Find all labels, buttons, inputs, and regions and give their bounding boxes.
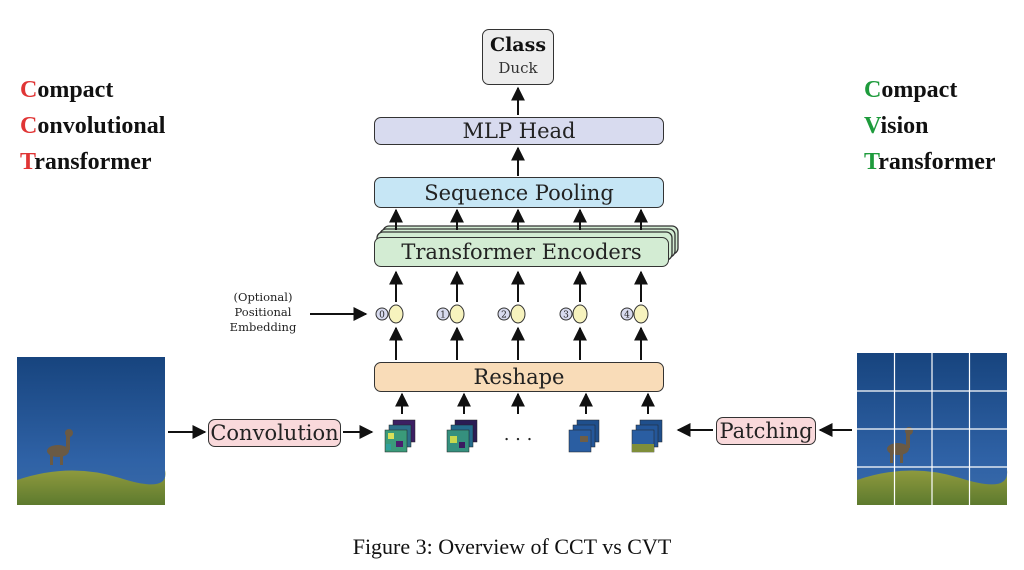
- ellipsis: . . .: [504, 424, 533, 445]
- token-1: 1: [436, 304, 465, 324]
- input-image-right: [857, 353, 1008, 505]
- arrows-tokens-to-encoders: [389, 270, 648, 302]
- feature-map-stack-1: [384, 419, 416, 453]
- class-value: Duck: [498, 59, 538, 77]
- svg-text:1: 1: [440, 311, 446, 321]
- sequence-pooling-label: Sequence Pooling: [424, 180, 614, 205]
- cvt-title: Compact Vision Transformer: [864, 72, 996, 180]
- token-4: 4: [620, 304, 649, 324]
- sequence-pooling-block: Sequence Pooling: [374, 177, 664, 208]
- pos-emb-line-3: Embedding: [229, 320, 297, 334]
- patching-block: Patching: [716, 417, 816, 445]
- svg-text:2: 2: [501, 311, 507, 321]
- reshape-label: Reshape: [473, 365, 565, 389]
- cct-title-line-1: Compact: [20, 77, 114, 103]
- pos-emb-line-2: Positional: [234, 305, 292, 319]
- token-0: 0: [375, 304, 404, 324]
- pos-emb-line-1: (Optional): [233, 290, 293, 304]
- cvt-title-line-2: Vision: [864, 113, 929, 139]
- arrows-to-reshape: [395, 392, 655, 414]
- class-heading: Class: [489, 34, 547, 56]
- class-output-box: Class Duck: [482, 29, 554, 85]
- mlp-head-label: MLP Head: [462, 119, 576, 143]
- cvt-title-line-1: Compact: [864, 77, 958, 103]
- feature-map-stack-2: [446, 419, 478, 453]
- patching-label: Patching: [719, 419, 813, 443]
- cct-title-line-2: Convolutional: [20, 113, 166, 139]
- convolution-block: Convolution: [208, 419, 341, 447]
- patch-grid: [857, 353, 1007, 505]
- arrows-reshape-to-tokens: [389, 326, 648, 360]
- reshape-block: Reshape: [374, 362, 664, 392]
- svg-text:3: 3: [563, 311, 569, 321]
- positional-embedding-label: (Optional) Positional Embedding: [208, 290, 318, 335]
- convolution-label: Convolution: [210, 421, 339, 445]
- input-image-left: [17, 357, 166, 505]
- duck-figure-left: [47, 429, 73, 465]
- transformer-encoders-block: Transformer Encoders: [374, 237, 669, 267]
- arrows-encoders-to-pooling: [389, 208, 648, 230]
- cct-title-line-3: Transformer: [20, 149, 152, 175]
- figure-caption: Figure 3: Overview of CCT vs CVT: [352, 534, 672, 559]
- patch-stack-1: [568, 419, 600, 453]
- patch-stack-2: [631, 419, 663, 453]
- token-2: 2: [497, 304, 526, 324]
- token-3: 3: [559, 304, 588, 324]
- cct-title: Compact Convolutional Transformer: [20, 72, 165, 180]
- svg-text:0: 0: [379, 311, 385, 321]
- transformer-encoders-label: Transformer Encoders: [401, 240, 642, 264]
- svg-text:4: 4: [624, 311, 630, 321]
- cvt-title-line-3: Transformer: [864, 149, 996, 175]
- mlp-head-block: MLP Head: [374, 117, 664, 145]
